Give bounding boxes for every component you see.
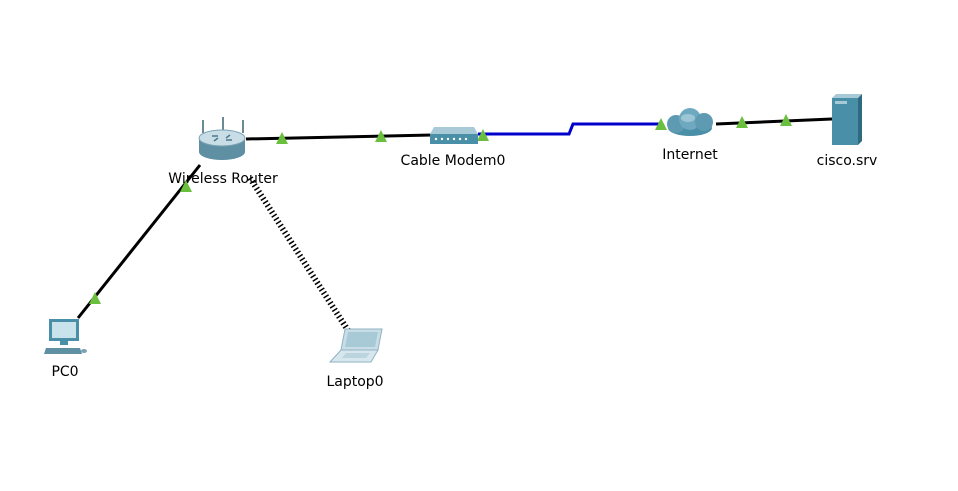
device-label-laptop: Laptop0 — [326, 374, 383, 390]
link-up-icon — [89, 292, 101, 304]
link-up-icon — [780, 114, 792, 126]
link-modem-internet[interactable] — [478, 122, 662, 136]
links — [76, 117, 833, 334]
device-pc[interactable]: PC0 — [44, 319, 87, 380]
link-router-pc[interactable] — [76, 164, 202, 319]
link-status-indicators — [89, 114, 792, 304]
server-icon — [832, 94, 862, 145]
device-cable-modem[interactable]: Cable Modem0 — [401, 127, 506, 169]
device-internet[interactable]: Internet — [662, 108, 718, 163]
link-up-icon — [276, 132, 288, 144]
device-laptop[interactable]: Laptop0 — [326, 328, 384, 390]
device-label-wireless-router: Wireless Router — [168, 171, 278, 187]
link-up-icon — [477, 129, 489, 141]
device-label-server: cisco.srv — [817, 153, 878, 169]
link-router-modem[interactable] — [245, 133, 433, 141]
cloud-icon — [667, 108, 713, 136]
cable-modem-icon — [430, 127, 478, 144]
link-router-laptop-wireless[interactable] — [247, 176, 352, 334]
device-wireless-router[interactable]: Wireless Router — [168, 117, 278, 187]
device-label-pc: PC0 — [51, 364, 78, 380]
laptop-icon — [328, 328, 383, 363]
wireless-router-icon — [198, 117, 246, 160]
link-up-icon — [736, 116, 748, 128]
link-up-icon — [655, 118, 667, 130]
pc-icon — [44, 319, 87, 354]
link-up-icon — [375, 130, 387, 142]
link-internet-server[interactable] — [715, 117, 833, 126]
device-label-internet: Internet — [662, 147, 718, 163]
device-server[interactable]: cisco.srv — [817, 94, 878, 169]
link-up-icon — [180, 180, 192, 192]
device-label-cable-modem: Cable Modem0 — [401, 153, 506, 169]
